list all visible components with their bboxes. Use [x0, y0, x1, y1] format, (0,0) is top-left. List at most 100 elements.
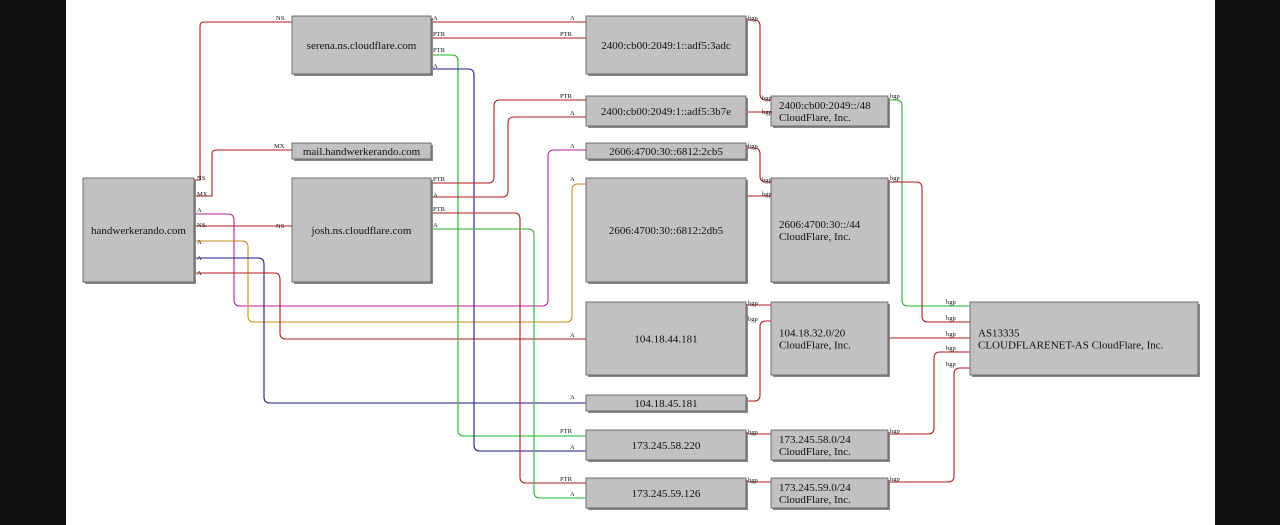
node-ns-serena-label: serena.ns.cloudflare.com: [307, 40, 417, 52]
node-net-104-label-line1: 104.18.32.0/20: [779, 328, 846, 340]
edge-label-serena-ptr-2: PTR: [433, 47, 446, 54]
node-net-2400-label-line1: 2400:cb00:2049::/48: [779, 100, 871, 112]
node-ipv4-58-220: 173.245.58.220: [585, 429, 748, 462]
node-net-2606-label-line1: 2606:4700:30::/44: [779, 219, 861, 231]
edge-label-bgp-6: bgp: [748, 477, 758, 484]
edge-label-59-a: A: [570, 491, 575, 498]
node-net-2400-box: [770, 95, 889, 127]
node-ipv4-45-181-label: 104.18.45.181: [634, 398, 697, 410]
node-ipv6-3b7e-box: [585, 95, 747, 127]
node-ipv4-59-126: 173.245.59.126: [585, 477, 748, 510]
edge-label-josh-ptr: PTR: [433, 176, 446, 183]
edge-mx: [194, 149, 292, 197]
node-net-2606-box: [770, 177, 889, 283]
edges-layer: [194, 19, 970, 499]
edge-label-ns-out: NS: [197, 175, 206, 182]
node-domain-box: [82, 177, 195, 283]
edge-bgp-3adc: [746, 19, 771, 101]
edge-a-44-181: [194, 272, 586, 340]
edge-a-45-181: [194, 257, 586, 404]
edge-label-as-2: bgp: [946, 315, 956, 322]
edge-label-josh-a: A: [433, 192, 438, 199]
diagram-canvas: handwerkerando.com serena.ns.cloudflare.c…: [66, 0, 1215, 525]
node-net-173-59-label-line2: CloudFlare, Inc.: [779, 494, 851, 506]
node-ns-josh-box: [291, 177, 432, 283]
node-mx: mail.handwerkerando.com: [291, 142, 433, 161]
edge-label-bgp-7: bgp: [762, 95, 772, 102]
edge-label-bgp-1: bgp: [748, 15, 758, 22]
edge-label-bgp-2: bgp: [748, 143, 758, 150]
edge-label-ns-out-2: NS: [197, 222, 206, 229]
node-ipv6-2db5: 2606:4700:30::6812:2db5: [585, 177, 748, 284]
node-ipv4-59-126-box: [585, 477, 747, 509]
edge-label-bgp-3: bgp: [748, 300, 758, 307]
edge-bgp-2cb5: [746, 147, 771, 183]
edge-label-59-ptr: PTR: [560, 476, 573, 483]
node-mx-label: mail.handwerkerando.com: [303, 146, 421, 158]
node-ns-serena-box: [291, 15, 432, 75]
node-domain-label: handwerkerando.com: [91, 225, 186, 237]
edge-label-2db5-a: A: [570, 176, 575, 183]
edge-label-45-181-a: A: [570, 394, 575, 401]
node-domain: handwerkerando.com: [82, 177, 196, 284]
node-ipv4-44-181: 104.18.44.181: [585, 301, 748, 377]
edge-label-serena-a-2: A: [433, 63, 438, 70]
node-as13335-label-line2: CLOUDFLARENET-AS CloudFlare, Inc.: [978, 340, 1164, 352]
edge-serena-a-58: [431, 68, 586, 452]
node-ipv4-44-181-box: [585, 301, 747, 376]
edge-label-josh-ptr-2: PTR: [433, 206, 446, 213]
node-ns-josh: josh.ns.cloudflare.com: [291, 177, 433, 284]
node-ipv6-2cb5-box: [585, 142, 747, 160]
edge-label-a-out-1: A: [197, 207, 202, 214]
edge-bgp-45-181: [746, 320, 771, 402]
edge-josh-a-59: [431, 228, 586, 499]
node-ipv6-3adc: 2400:cb00:2049:1::adf5:3adc: [585, 15, 748, 76]
node-ipv4-45-181: 104.18.45.181: [585, 394, 748, 413]
node-ipv4-58-220-label: 173.245.58.220: [632, 440, 701, 452]
edge-label-2cb5-a: A: [570, 143, 575, 150]
edge-label-serena-a: A: [433, 15, 438, 22]
node-ipv6-2cb5: 2606:4700:30::6812:2cb5: [585, 142, 748, 161]
node-ipv4-44-181-label: 104.18.44.181: [634, 334, 697, 346]
edge-label-bgp-4: bgp: [748, 316, 758, 323]
edge-label-a-out-4: A: [197, 270, 202, 277]
edge-josh-ptr-59: [431, 212, 586, 484]
edge-bgp-net4c-as: [888, 367, 970, 483]
node-ipv6-2cb5-label: 2606:4700:30::6812:2cb5: [609, 146, 723, 158]
node-net-173-58-box: [770, 429, 889, 461]
node-net-173-59-box: [770, 477, 889, 509]
node-ipv6-2db5-box: [585, 177, 747, 283]
edge-label-mx: MX: [274, 143, 285, 150]
edge-label-a-out-3: A: [197, 255, 202, 262]
node-ns-josh-label: josh.ns.cloudflare.com: [311, 225, 412, 237]
edge-ns-serena: [194, 21, 292, 181]
node-mx-box: [291, 142, 432, 160]
node-ipv4-45-181-box: [585, 394, 747, 412]
edge-label-3b7e-a: A: [570, 110, 575, 117]
edge-label-a-out-2: A: [197, 239, 202, 246]
node-as13335-box: [969, 301, 1199, 376]
edge-label-as-5: bgp: [946, 361, 956, 368]
node-net-104-label-line2: CloudFlare, Inc.: [779, 340, 851, 352]
edge-label-bgp-10: bgp: [762, 191, 772, 198]
edge-label-3b7e-ptr: PTR: [560, 93, 573, 100]
edge-label-bgp-net4c: bgp: [890, 476, 900, 483]
edge-label-as-4: bgp: [946, 345, 956, 352]
edge-label-serena-ptr: PTR: [433, 31, 446, 38]
edge-label-58-ptr: PTR: [560, 428, 573, 435]
edge-label-as-1: bgp: [946, 299, 956, 306]
edge-bgp-net6a-as: [888, 99, 970, 307]
node-ipv6-3b7e: 2400:cb00:2049:1::adf5:3b7e: [585, 95, 748, 128]
nodes-layer: handwerkerando.com serena.ns.cloudflare.c…: [82, 15, 1200, 510]
node-ns-serena: serena.ns.cloudflare.com: [291, 15, 433, 76]
node-net-173-58-label-line2: CloudFlare, Inc.: [779, 446, 851, 458]
node-ipv6-3b7e-label: 2400:cb00:2049:1::adf5:3b7e: [601, 106, 731, 118]
node-net-2606-label-line2: CloudFlare, Inc.: [779, 231, 851, 243]
node-ipv6-3adc-box: [585, 15, 747, 75]
